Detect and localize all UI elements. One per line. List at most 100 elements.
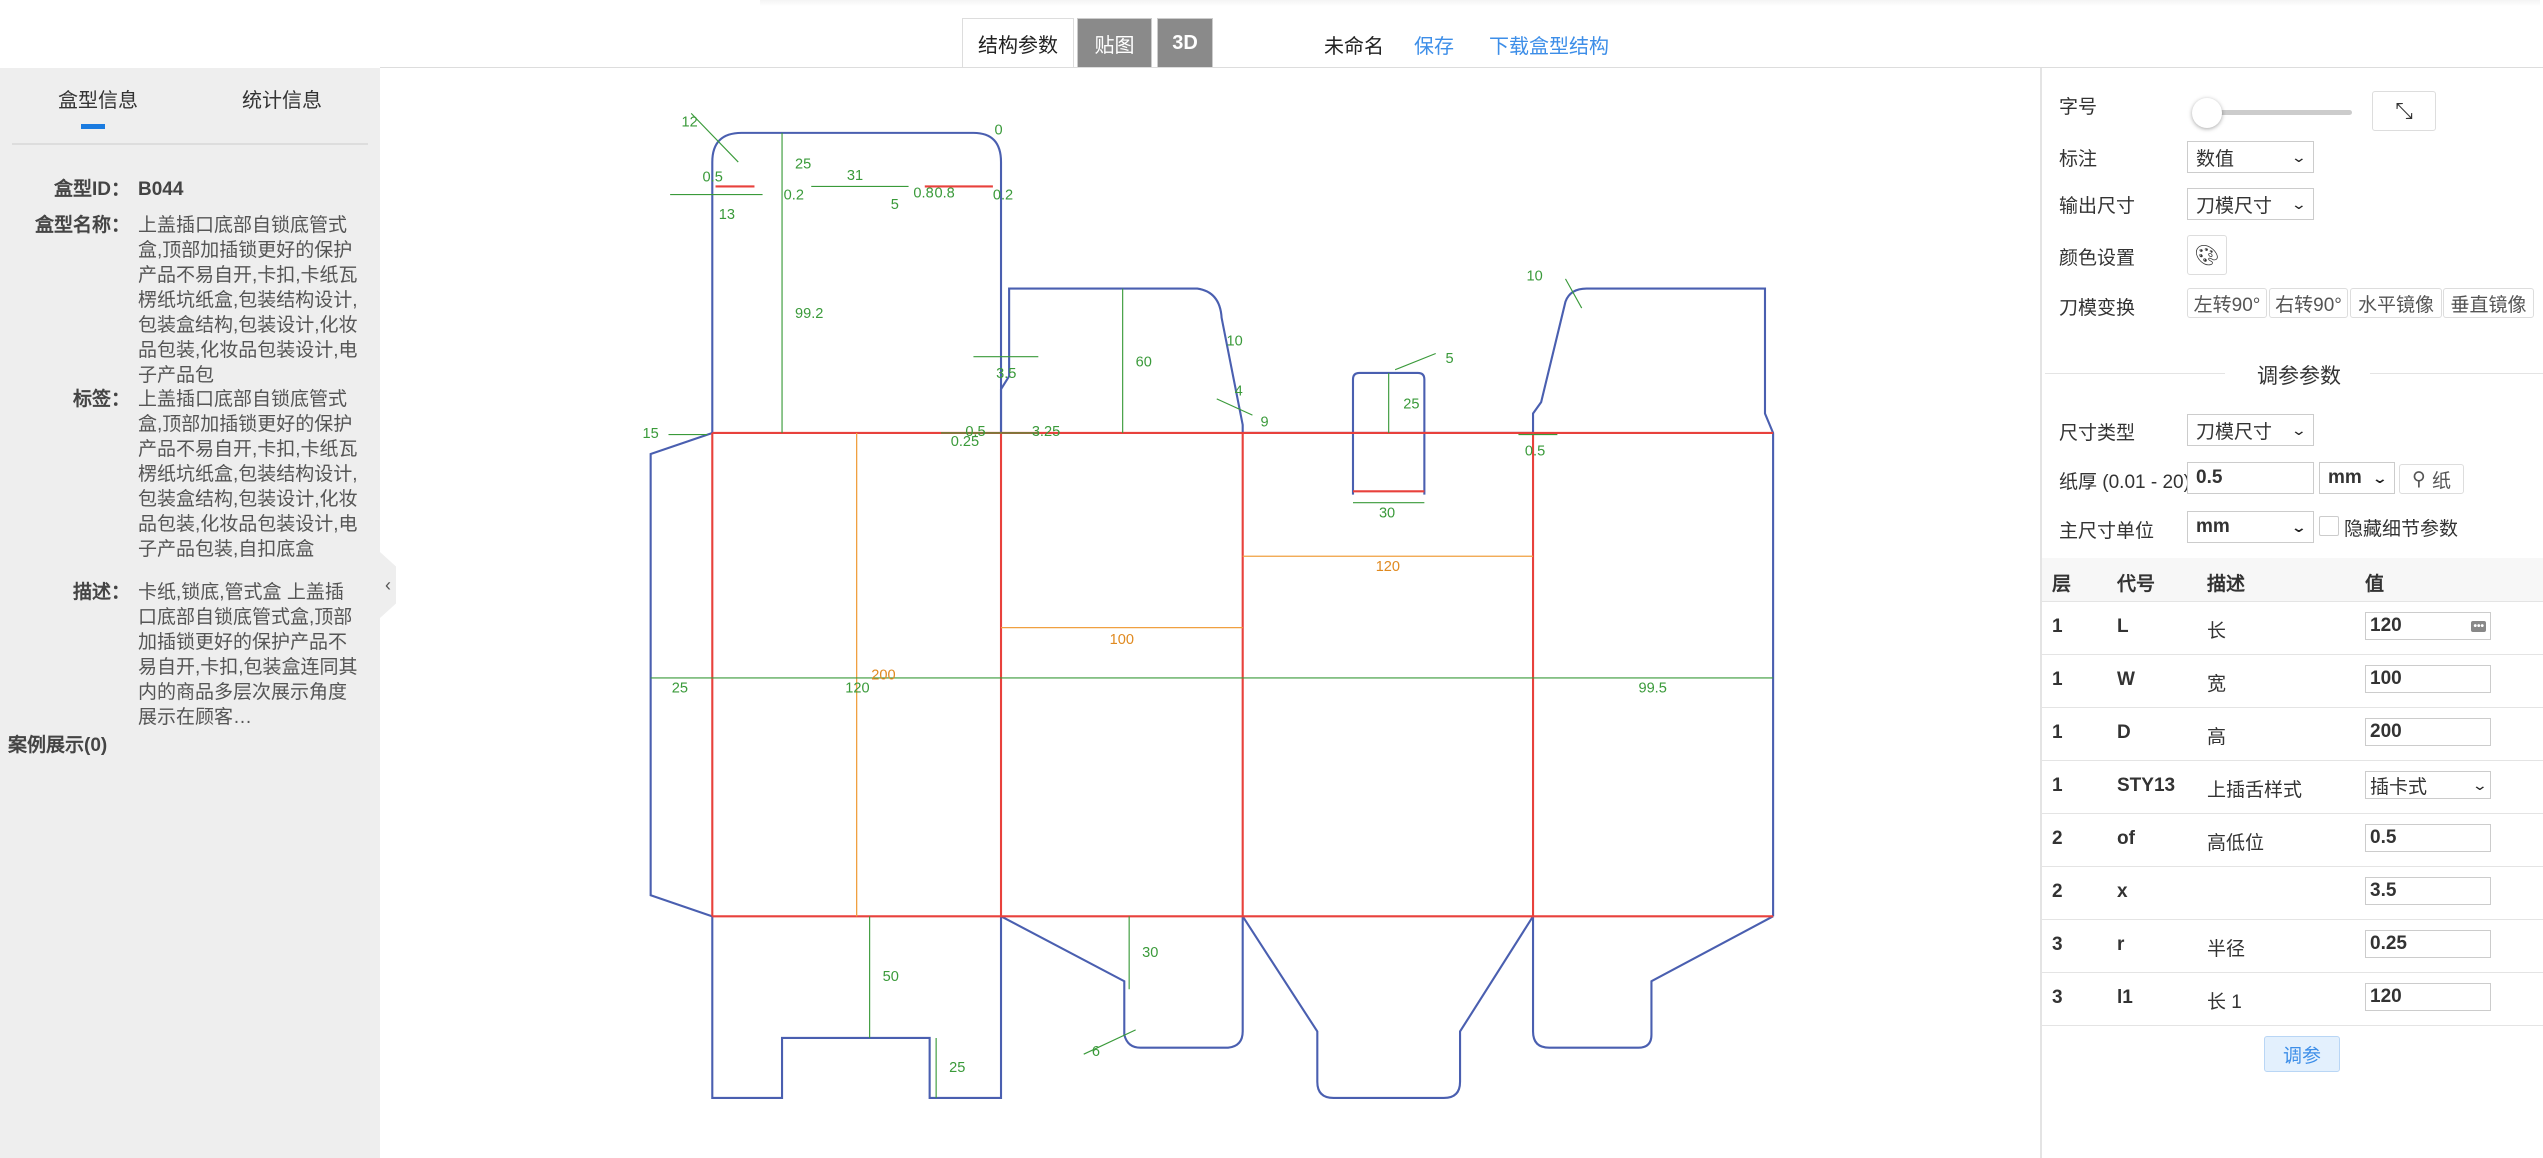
dim-label: 0.25 — [951, 434, 979, 450]
dim-label: 200 — [871, 668, 895, 684]
dim-label: 0.5 — [965, 424, 985, 440]
dim-label: 99.2 — [795, 306, 823, 322]
output-size-select[interactable]: 刀模尺寸⌄ — [2187, 188, 2314, 220]
tab-box-info[interactable]: 盒型信息 — [58, 90, 138, 112]
dim-label: 15 — [643, 426, 659, 442]
dim-label: 4 — [1235, 384, 1243, 400]
param-input-l1[interactable]: 120 — [2365, 983, 2491, 1011]
info-value: 上盖插口底部自锁底管式盒,顶部加插锁更好的保护产品不易自开,卡扣,卡纸瓦楞纸坑纸… — [138, 215, 358, 386]
font-size-slider-track[interactable] — [2194, 110, 2352, 115]
dim-label: 5 — [891, 197, 899, 213]
hide-detail-label: 隐藏细节参数 — [2344, 519, 2459, 540]
document-name: 未命名 — [1324, 36, 1384, 58]
select-value: mm — [2328, 467, 2362, 488]
info-value: B044 — [138, 179, 184, 200]
input-value: 100 — [2370, 668, 2402, 689]
input-value: 0.25 — [2370, 933, 2407, 954]
dim-label: 3.5 — [996, 366, 1016, 382]
font-size-slider-handle[interactable] — [2192, 98, 2222, 128]
rotate-right-button[interactable]: 右转90° — [2269, 288, 2348, 318]
thickness-unit-select[interactable]: mm⌄ — [2319, 462, 2395, 494]
paper-search-button[interactable]: ⚲纸 — [2399, 464, 2464, 494]
main-unit-select[interactable]: mm⌄ — [2187, 511, 2314, 543]
thickness-input[interactable]: 0.5 — [2187, 462, 2314, 494]
paper-button-label: 纸 — [2431, 470, 2451, 492]
select-value: 数值 — [2196, 148, 2235, 170]
apply-params-button[interactable]: 调参 — [2264, 1036, 2340, 1072]
right-settings-panel: 字号 ⤡ 标注 数值⌄ 输出尺寸 刀模尺寸⌄ 颜色设置 🎨︎ 刀模变换 左转90… — [2040, 68, 2543, 1158]
download-structure-link[interactable]: 下载盒型结构 — [1489, 36, 1609, 58]
row-code: D — [2117, 722, 2131, 743]
tab-statistics[interactable]: 统计信息 — [242, 90, 322, 112]
hide-detail-checkbox[interactable] — [2319, 516, 2339, 536]
case-showcase-heading[interactable]: 案例展示(0) — [8, 735, 108, 756]
row-desc: 高低位 — [2207, 833, 2265, 854]
annotation-label: 标注 — [2059, 149, 2098, 170]
param-input-of[interactable]: 0.5 — [2365, 824, 2491, 852]
row-desc: 长 — [2207, 621, 2227, 642]
info-row-name: 盒型名称： 上盖插口底部自锁底管式盒,顶部加插锁更好的保护产品不易自开,卡扣,卡纸… — [0, 213, 370, 388]
row-desc: 高 — [2207, 727, 2227, 748]
section-title: 调参参数 — [2257, 365, 2341, 388]
param-input-L[interactable]: 120••• — [2365, 612, 2491, 640]
rotate-left-button[interactable]: 左转90° — [2187, 288, 2267, 318]
size-type-select[interactable]: 刀模尺寸⌄ — [2187, 414, 2314, 446]
more-options-icon[interactable]: ••• — [2471, 620, 2486, 632]
dim-label: 0 — [995, 123, 1003, 139]
select-value: 刀模尺寸 — [2196, 195, 2273, 217]
save-link[interactable]: 保存 — [1414, 36, 1454, 58]
select-value: 插卡式 — [2370, 776, 2428, 798]
header-divider — [380, 67, 2543, 68]
annotation-select[interactable]: 数值⌄ — [2187, 141, 2314, 173]
row-layer: 1 — [2052, 669, 2063, 690]
dim-label: 6 — [1092, 1044, 1100, 1060]
row-layer: 3 — [2052, 987, 2063, 1008]
fit-view-button[interactable]: ⤡ — [2372, 91, 2436, 131]
die-transform-label: 刀模变换 — [2059, 298, 2136, 319]
section-divider-left — [2045, 373, 2225, 374]
param-input-W[interactable]: 100 — [2365, 665, 2491, 693]
dieline-canvas[interactable]: 12 0 25 31 0.5 0.2 0.8 0.8 0.2 13 5 99.2… — [386, 68, 2041, 1158]
row-desc: 长 1 — [2207, 992, 2242, 1013]
dim-label: 100 — [1110, 632, 1134, 648]
header-value: 值 — [2365, 574, 2385, 595]
params-table-header: 层 代号 描述 值 — [2042, 558, 2543, 602]
collapse-left-panel-button[interactable]: ‹ — [380, 552, 396, 618]
bottom-flap-2 — [1000, 915, 1244, 1049]
param-select-STY13[interactable]: 插卡式⌄ — [2365, 771, 2491, 799]
info-row-tags: 标签：上盖插口底部自锁底管式盒,顶部加插锁更好的保护产品不易自开,卡扣,卡纸瓦楞… — [0, 387, 370, 562]
tab-texture[interactable]: 贴图 — [1077, 18, 1152, 68]
info-key: 盒型名称： — [34, 215, 130, 236]
palette-icon: 🎨︎ — [2194, 244, 2220, 267]
mirror-horizontal-button[interactable]: 水平镜像 — [2350, 288, 2442, 318]
search-icon: ⚲ — [2412, 468, 2426, 490]
dim-label: 99.5 — [1638, 680, 1666, 696]
row-code: W — [2117, 669, 2135, 690]
color-settings-button[interactable]: 🎨︎ — [2187, 235, 2227, 275]
main-dimension-lines — [856, 432, 1534, 917]
dim-label: 9 — [1261, 414, 1269, 430]
param-input-D[interactable]: 200 — [2365, 718, 2491, 746]
dim-label: 0.2 — [993, 187, 1013, 203]
dim-label: 50 — [883, 969, 899, 985]
tab-3d[interactable]: 3D — [1157, 18, 1213, 68]
input-value: 120 — [2370, 986, 2402, 1007]
param-input-r[interactable]: 0.25 — [2365, 930, 2491, 958]
dimension-labels: 12 0 25 31 0.5 0.2 0.8 0.8 0.2 13 5 99.2… — [643, 114, 1667, 1076]
dim-label: 5 — [1445, 351, 1453, 367]
tab-structure-params[interactable]: 结构参数 — [962, 18, 1074, 68]
input-value: 200 — [2370, 721, 2402, 742]
output-size-label: 输出尺寸 — [2059, 196, 2136, 217]
mirror-vertical-button[interactable]: 垂直镜像 — [2443, 288, 2534, 318]
compress-icon: ⤡ — [2395, 98, 2413, 123]
detail-dimension-lines — [650, 113, 1774, 1098]
row-layer: 1 — [2052, 775, 2063, 796]
section-divider-right — [2370, 373, 2543, 374]
param-input-x[interactable]: 3.5 — [2365, 877, 2491, 905]
dim-label: 3.25 — [1032, 424, 1060, 440]
dim-label: 120 — [845, 680, 869, 696]
